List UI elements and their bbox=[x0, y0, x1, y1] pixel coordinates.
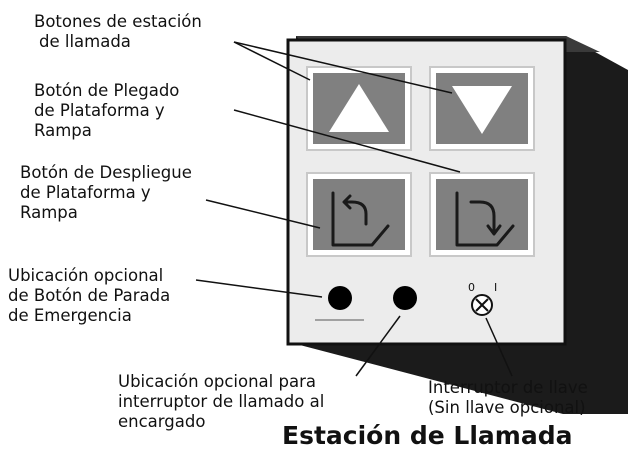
stow-button[interactable] bbox=[429, 172, 535, 257]
stow-arrow-icon bbox=[455, 191, 515, 247]
label-line: interruptor de llamado al bbox=[118, 392, 325, 411]
label-attendant-call: Ubicación opcional para interruptor de l… bbox=[118, 372, 324, 432]
label-key-switch: Interruptor de llave (Sin llave opcional… bbox=[428, 378, 588, 418]
label-line: Ubicación opcional para bbox=[118, 372, 316, 391]
label-line: encargado bbox=[118, 412, 206, 431]
label-deploy-button: Botón de Despliegue de Plataforma y Ramp… bbox=[20, 163, 192, 223]
label-line: de Plataforma y bbox=[20, 183, 151, 202]
key-position-on: I bbox=[494, 281, 498, 294]
label-line: Interruptor de llave bbox=[428, 378, 588, 397]
leader-lines bbox=[195, 41, 513, 377]
estop-location[interactable] bbox=[328, 286, 352, 310]
label-line: de Plataforma y bbox=[34, 101, 165, 120]
label-line: de Botón de Parada bbox=[8, 286, 171, 305]
label-call-buttons: Botones de estación de llamada bbox=[34, 12, 202, 52]
call-up-button[interactable] bbox=[306, 66, 412, 151]
attendant-call-location[interactable] bbox=[393, 286, 417, 310]
key-switch[interactable] bbox=[471, 294, 493, 316]
triangle-up-icon bbox=[329, 84, 389, 132]
label-line: de llamada bbox=[39, 32, 131, 51]
figure-caption: Estación de Llamada bbox=[282, 421, 573, 450]
label-line: (Sin llave opcional) bbox=[428, 398, 586, 417]
call-station-diagram bbox=[195, 36, 628, 414]
deploy-button[interactable] bbox=[306, 172, 412, 257]
label-line: Ubicación opcional bbox=[8, 266, 164, 285]
label-line: Botón de Plegado bbox=[34, 81, 180, 100]
label-estop: Ubicación opcional de Botón de Parada de… bbox=[8, 266, 170, 326]
key-position-off: 0 bbox=[468, 281, 475, 294]
label-line: Botón de Despliegue bbox=[20, 163, 192, 182]
deploy-arrow-icon bbox=[331, 191, 390, 247]
label-stow-button: Botón de Plegado de Plataforma y Rampa bbox=[34, 81, 179, 141]
label-line: Rampa bbox=[34, 121, 92, 140]
label-line: Botones de estación bbox=[34, 12, 202, 31]
call-down-button[interactable] bbox=[429, 66, 535, 151]
label-line: de Emergencia bbox=[8, 306, 132, 325]
triangle-down-icon bbox=[452, 86, 512, 134]
label-line: Rampa bbox=[20, 203, 78, 222]
